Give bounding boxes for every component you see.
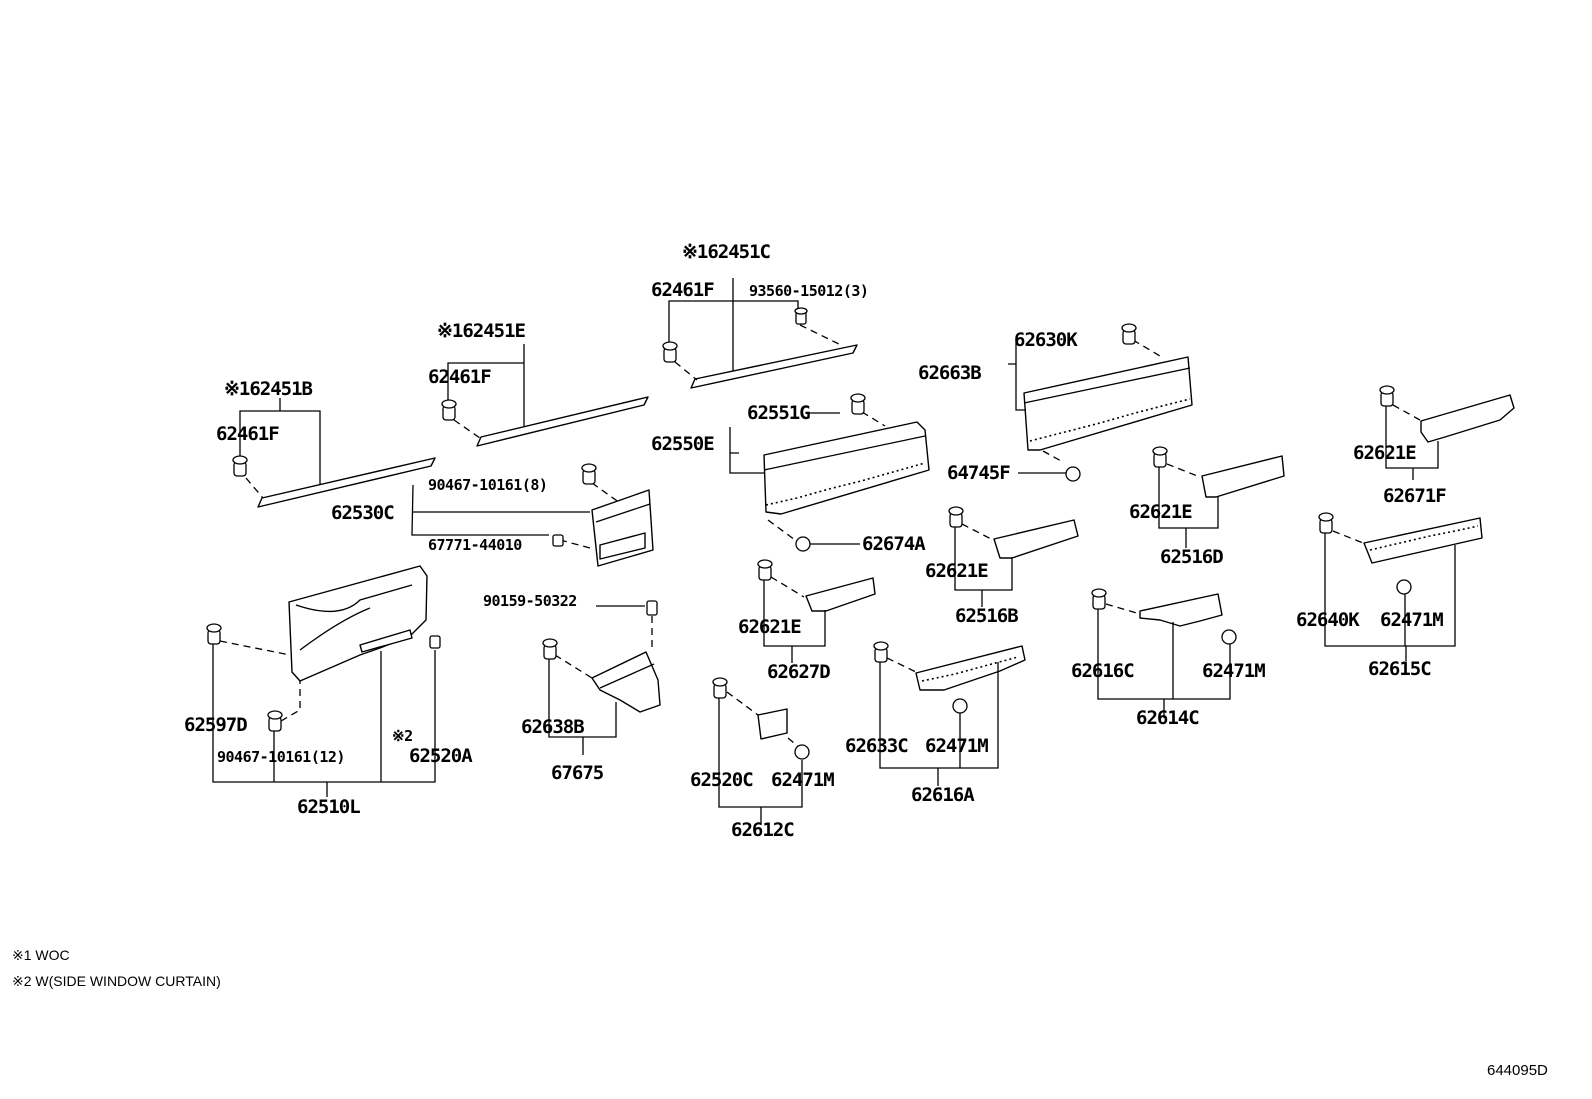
label-62615c: 62615C [1368, 658, 1431, 680]
label-62630k: 62630K [1014, 329, 1078, 351]
label-62640k: 62640K [1296, 609, 1360, 631]
label-62597d: 62597D [184, 714, 247, 736]
label-62633c: 62633C [845, 735, 908, 757]
part-62616a-group [873, 641, 1026, 786]
label-67771-44010: 67771-44010 [428, 536, 522, 554]
label-62510l: 62510L [297, 796, 360, 818]
label-62471m-b: 62471M [1202, 660, 1265, 682]
label-90467-10161-12: 90467-10161(12) [217, 748, 345, 766]
label-90467-10161-8: 90467-10161(8) [428, 476, 547, 494]
label-62674a: 62674A [862, 533, 926, 555]
label-64745f: 64745F [947, 462, 1010, 484]
part-labels: ※162451C 62461F 93560-15012(3) ※162451E … [184, 241, 1447, 841]
label-62638b: 62638B [521, 716, 584, 738]
label-62451e: ※162451E [437, 320, 526, 342]
moulding-62451c-group [662, 278, 858, 389]
label-62616a: 62616A [911, 784, 975, 806]
part-62612c-group [712, 677, 810, 825]
label-62516d: 62516D [1160, 546, 1223, 568]
part-62516d-group [1152, 446, 1285, 548]
label-62520c: 62520C [690, 769, 753, 791]
label-62530c: 62530C [331, 502, 394, 524]
label-93560-15012: 93560-15012(3) [749, 282, 868, 300]
part-62614c-group [1091, 588, 1237, 718]
label-62671f: 62671F [1383, 485, 1446, 507]
diagram-reference-id: 644095D [1487, 1062, 1548, 1079]
footnotes: ※1 WOC ※2 W(SIDE WINDOW CURTAIN) [12, 947, 221, 989]
label-note-2-marker: ※2 [392, 727, 413, 745]
label-62451c: ※162451C [682, 241, 771, 263]
label-62663b: 62663B [918, 362, 981, 384]
label-62520a: 62520A [409, 745, 473, 767]
panel-62663b-group [1008, 323, 1193, 482]
label-62461f-c: 62461F [651, 279, 714, 301]
label-62621e-b: 62621E [1129, 501, 1192, 523]
label-90159-50322: 90159-50322 [483, 592, 577, 610]
label-62451b: ※162451B [224, 378, 313, 400]
label-62471m-c: 62471M [925, 735, 988, 757]
part-67675-group [542, 600, 661, 755]
part-62516b-group [948, 506, 1079, 607]
label-67675: 67675 [551, 762, 604, 784]
part-62615c-group [1318, 512, 1483, 661]
label-62627d: 62627D [767, 661, 830, 683]
label-62612c: 62612C [731, 819, 794, 841]
label-62516b: 62516B [955, 605, 1018, 627]
label-62621e-a: 62621E [1353, 442, 1416, 464]
label-62471m-a: 62471M [1380, 609, 1443, 631]
part-62671f-group [1379, 385, 1515, 480]
part-62627d-group [757, 559, 876, 663]
moulding-62451b-group [232, 398, 436, 508]
moulding-62451e-group [441, 344, 649, 447]
part-62510l-group [206, 565, 441, 797]
label-62461f-b: 62461F [216, 423, 279, 445]
label-62461f-e: 62461F [428, 366, 491, 388]
note-2: ※2 W(SIDE WINDOW CURTAIN) [12, 973, 221, 989]
label-62621e-c: 62621E [925, 560, 988, 582]
label-62551g: 62551G [747, 402, 810, 424]
label-62614c: 62614C [1136, 707, 1199, 729]
label-62616c: 62616C [1071, 660, 1134, 682]
note-1: ※1 WOC [12, 947, 70, 963]
panel-62530c-group [411, 463, 654, 567]
panel-62550e-group [729, 393, 930, 552]
label-62550e: 62550E [651, 433, 714, 455]
label-62621e-d: 62621E [738, 616, 801, 638]
label-62471m-d: 62471M [771, 769, 834, 791]
